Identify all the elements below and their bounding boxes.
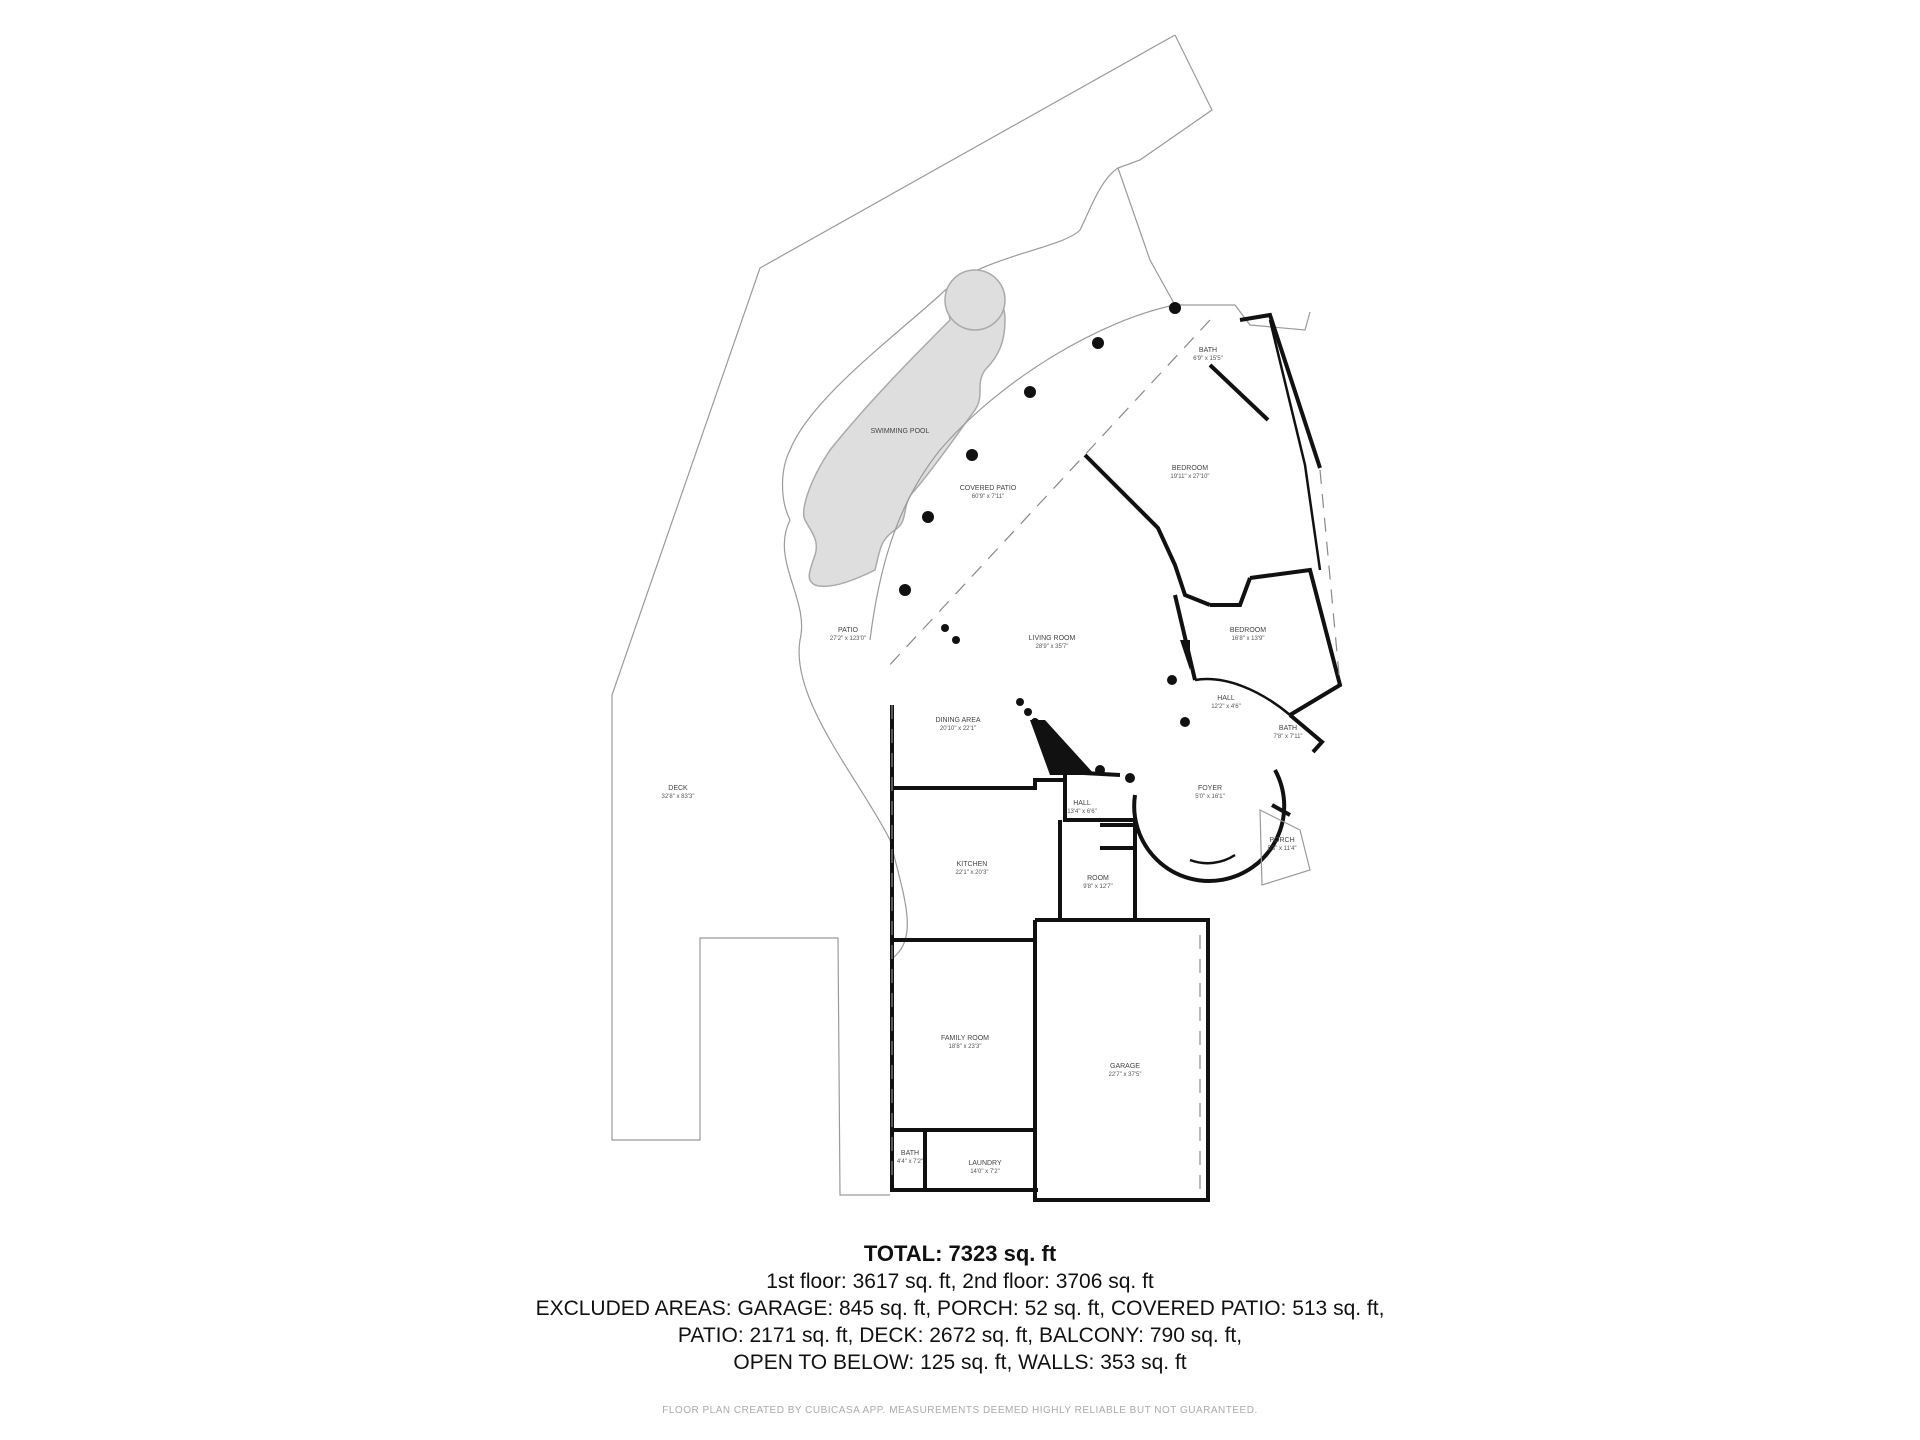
room-dims: 4'4" x 7'2" xyxy=(897,1159,923,1165)
room-dims: 22'1" x 20'3" xyxy=(956,870,989,876)
room-label: BATH xyxy=(1279,725,1297,732)
summary-line: EXCLUDED AREAS: GARAGE: 845 sq. ft, PORC… xyxy=(535,1297,1385,1320)
room-dims: 13'4" x 6'6" xyxy=(1067,809,1097,815)
room-label: BEDROOM xyxy=(1172,465,1208,472)
window-lines xyxy=(891,469,1341,1190)
room-dims: 6'9" x 15'5" xyxy=(1193,356,1223,362)
covered-patio-rail xyxy=(884,319,1211,671)
room-dims: 19'11" x 27'10" xyxy=(1170,474,1209,480)
room-dims: 5'3" x 11'4" xyxy=(1267,846,1296,852)
room-dims: 5'0" x 16'1" xyxy=(1195,794,1225,800)
summary-line: 1st floor: 3617 sq. ft, 2nd floor: 3706 … xyxy=(766,1270,1154,1293)
room-label: BEDROOM xyxy=(1230,627,1266,634)
room-label: BATH xyxy=(1199,347,1217,354)
room-dims: 16'8" x 13'9" xyxy=(1232,636,1265,642)
room-dims: 7'8" x 7'11" xyxy=(1273,734,1302,740)
stair-wedge xyxy=(1030,720,1095,775)
room-label: ROOM xyxy=(1087,875,1109,882)
room-label: COVERED PATIO xyxy=(960,485,1017,492)
room-dims: 22'7" x 37'5" xyxy=(1109,1072,1142,1078)
bedroom-wing-walls xyxy=(1083,312,1343,754)
room-dims: 12'2" x 4'6" xyxy=(1211,704,1241,710)
room-dims: 27'2" x 123'0" xyxy=(830,636,866,642)
room-label: DECK xyxy=(668,785,688,792)
room-label: BATH xyxy=(901,1150,919,1157)
room-label: FOYER xyxy=(1198,785,1222,792)
area-summary: TOTAL: 7323 sq. ft 1st floor: 3617 sq. f… xyxy=(0,1240,1920,1376)
room-label: SWIMMING POOL xyxy=(871,428,930,435)
covered-patio-arc xyxy=(869,304,1176,641)
room-label: LIVING ROOM xyxy=(1029,635,1076,642)
room-label: HALL xyxy=(1073,800,1091,807)
deck-outline xyxy=(611,34,1311,1196)
room-dims: 32'8" x 83'3" xyxy=(662,794,695,800)
room-dims: 28'9" x 35'7" xyxy=(1036,644,1069,650)
room-labels: BATH 6'9" x 15'5" SWIMMING POOL BEDROOM … xyxy=(662,347,1303,1175)
main-walls xyxy=(890,640,1210,1202)
room-label: PATIO xyxy=(838,627,859,634)
summary-line: OPEN TO BELOW: 125 sq. ft, WALLS: 353 sq… xyxy=(733,1351,1187,1374)
room-dims: 18'8" x 23'3" xyxy=(949,1044,982,1050)
foyer-rotunda xyxy=(1132,769,1311,886)
room-dims: 14'0" x 7'2" xyxy=(970,1169,1000,1175)
disclaimer-footer: FLOOR PLAN CREATED BY CUBICASA APP. MEAS… xyxy=(662,1405,1258,1416)
summary-line: PATIO: 2171 sq. ft, DECK: 2672 sq. ft, B… xyxy=(677,1324,1243,1347)
room-label: HALL xyxy=(1217,695,1235,702)
stair-wedge-2 xyxy=(1180,640,1190,670)
room-label: PORCH xyxy=(1269,837,1294,844)
room-label: FAMILY ROOM xyxy=(941,1035,989,1042)
floor-plan: BATH 6'9" x 15'5" SWIMMING POOL BEDROOM … xyxy=(611,34,1343,1202)
patio-inner-edge xyxy=(781,167,1119,961)
swimming-pool-shape xyxy=(803,269,1006,588)
room-label: GARAGE xyxy=(1110,1063,1140,1070)
room-dims: 9'8" x 12'7" xyxy=(1083,884,1113,890)
room-label: KITCHEN xyxy=(957,861,988,868)
room-label: DINING AREA xyxy=(935,717,980,724)
total-area: TOTAL: 7323 sq. ft xyxy=(863,1241,1057,1266)
room-label: LAUNDRY xyxy=(968,1160,1002,1167)
room-dims: 60'9" x 7'11" xyxy=(972,494,1004,500)
room-dims: 20'10" x 22'1" xyxy=(940,726,976,732)
